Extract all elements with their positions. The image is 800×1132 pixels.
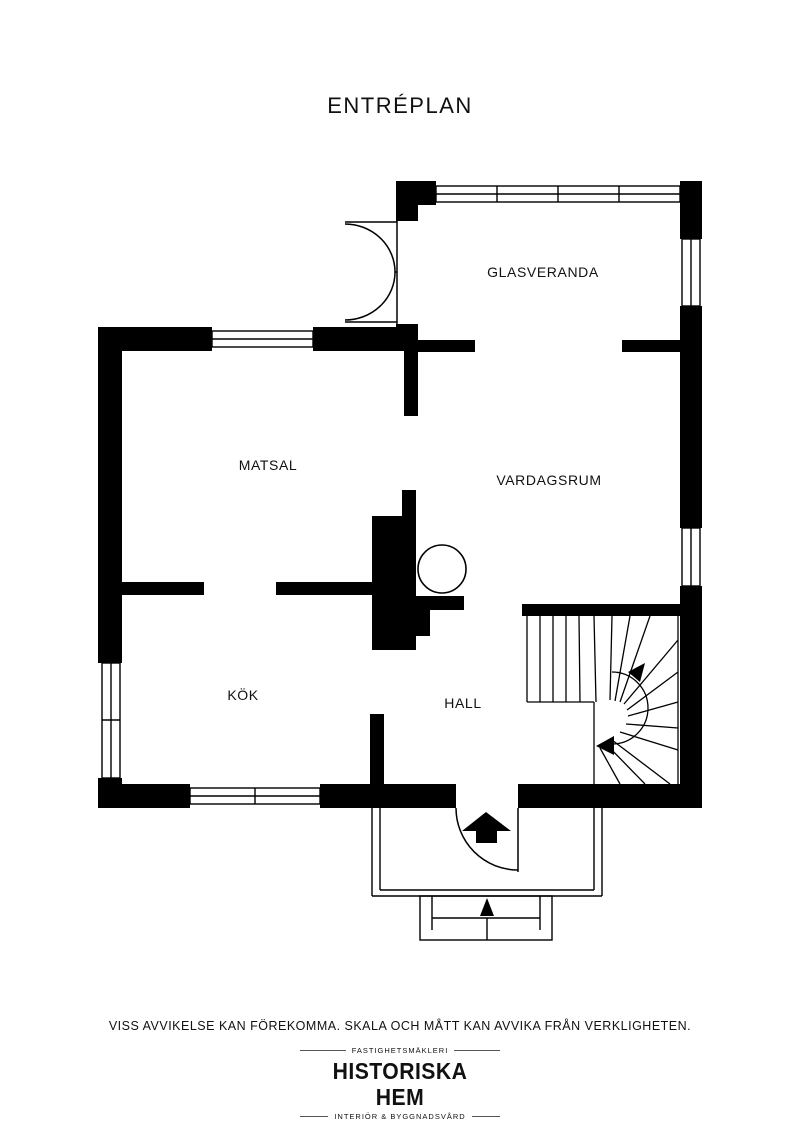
kok-bottom-window: [189, 787, 321, 805]
brand-tagline-top: FASTIGHETSMÄKLERI: [351, 1046, 449, 1055]
room-label-glasveranda: GLASVERANDA: [487, 264, 599, 280]
brand-tagline-bottom-row: INTERIÖR & BYGGNADSVÅRD: [300, 1112, 501, 1121]
french-door: [344, 223, 397, 321]
veranda-right-window: [681, 238, 701, 307]
divider: [300, 1050, 346, 1051]
veranda-left-wall: [345, 221, 398, 324]
entrance-arrow-icon: [462, 812, 511, 843]
entrance-door: [455, 807, 519, 872]
divider: [454, 1050, 501, 1051]
brand-tagline-top-row: FASTIGHETSMÄKLERI: [300, 1046, 501, 1055]
veranda-top-window: [435, 185, 681, 203]
brand-tagline-bottom: INTERIÖR & BYGGNADSVÅRD: [334, 1112, 466, 1121]
disclaimer: VISS AVVIKELSE KAN FÖREKOMMA. SKALA OCH …: [108, 1019, 692, 1033]
stair-arrow-icons: [596, 663, 645, 755]
kok-window: [101, 662, 121, 779]
plan-title: ENTRÉPLAN: [327, 93, 473, 118]
room-label-hall: HALL: [444, 695, 481, 711]
room-label-matsal: MATSAL: [239, 457, 298, 473]
fireplace: [372, 516, 467, 650]
porch: [371, 808, 603, 941]
interior-walls: [122, 340, 680, 784]
divider: [300, 1116, 329, 1117]
room-label-kok: KÖK: [227, 686, 258, 703]
porch-step-arrow-icon: [480, 898, 494, 916]
divider: [471, 1116, 501, 1117]
room-label-vardagsrum: VARDAGSRUM: [496, 472, 601, 488]
staircase: [526, 615, 679, 785]
brand-logo: FASTIGHETSMÄKLERI HISTORISKA HEM INTERIÖ…: [300, 1046, 501, 1121]
matsal-window: [211, 330, 314, 348]
brand-name: HISTORISKA HEM: [332, 1058, 468, 1110]
outer-walls: [98, 327, 702, 808]
vardagsrum-window: [681, 527, 701, 587]
